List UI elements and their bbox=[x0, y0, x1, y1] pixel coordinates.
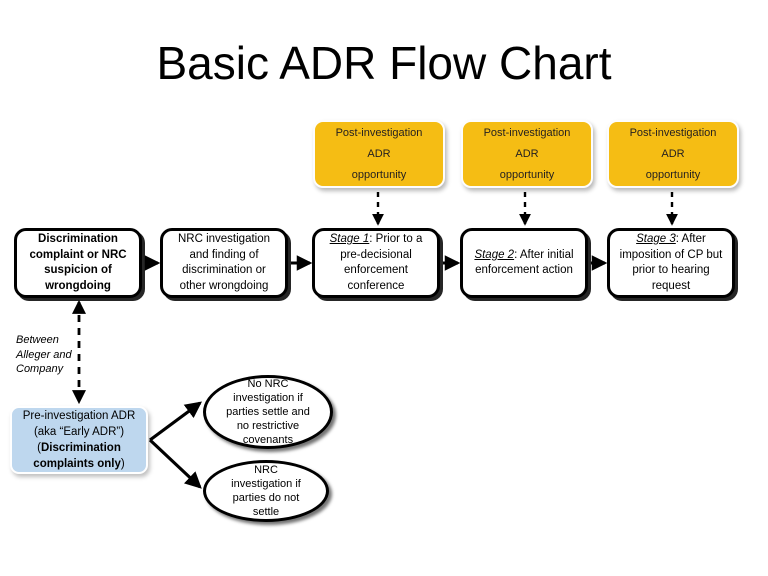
arrow-early-adr-to-outcome-1 bbox=[149, 401, 203, 442]
stage-1-label: : Prior to a pre-decisional enforcement … bbox=[340, 233, 423, 292]
stage-3-label: : After imposition of CP but prior to he… bbox=[619, 233, 723, 292]
adr-box-3-line1: Post-investigation ADR bbox=[629, 126, 717, 160]
early-adr-line3: (Discrimination complaints only) bbox=[18, 440, 140, 472]
process-box-stage-2[interactable]: Stage 2: After initial enforcement actio… bbox=[460, 228, 588, 298]
early-adr-line1: Pre-investigation ADR bbox=[22, 410, 136, 422]
page-title: Basic ADR Flow Chart bbox=[156, 37, 612, 89]
process-box-1-label: Discrimination complaint or NRC suspicio… bbox=[29, 233, 127, 292]
adr-box-2-line1: Post-investigation ADR bbox=[483, 126, 571, 160]
process-box-stage-1[interactable]: Stage 1: Prior to a pre-decisional enfor… bbox=[312, 228, 440, 298]
adr-box-1-line2: opportunity bbox=[351, 168, 407, 181]
stage-2-label: : After initial enforcement action bbox=[475, 248, 574, 277]
early-adr-bold-text: Discrimination complaints only bbox=[33, 442, 121, 470]
adr-opportunity-box-2[interactable]: Post-investigation ADR opportunity bbox=[461, 120, 593, 188]
process-box-discrimination-complaint[interactable]: Discrimination complaint or NRC suspicio… bbox=[14, 228, 142, 298]
adr-opportunity-box-1[interactable]: Post-investigation ADR opportunity bbox=[313, 120, 445, 188]
early-adr-line2: (aka “Early ADR”) bbox=[33, 426, 125, 438]
adr-opportunity-box-3[interactable]: Post-investigation ADR opportunity bbox=[607, 120, 739, 188]
between-alleger-company-note: Between Alleger and Company bbox=[16, 334, 72, 375]
outcome-ellipse-no-nrc-investigation[interactable]: No NRC investigation if parties settle a… bbox=[203, 375, 333, 449]
early-adr-paren-open: ( bbox=[37, 442, 41, 454]
outcome-ellipse-nrc-investigation[interactable]: NRC investigation if parties do not sett… bbox=[203, 460, 329, 522]
stage-3-tag: Stage 3 bbox=[636, 233, 676, 245]
process-box-nrc-investigation[interactable]: NRC investigation and finding of discrim… bbox=[160, 228, 288, 298]
arrow-early-adr-to-outcome-2 bbox=[148, 438, 202, 489]
early-adr-paren-close: ) bbox=[120, 458, 125, 470]
adr-box-3-line2: opportunity bbox=[645, 168, 701, 181]
stage-2-tag: Stage 2 bbox=[474, 248, 515, 261]
process-box-stage-3[interactable]: Stage 3: After imposition of CP but prio… bbox=[607, 228, 735, 298]
outcome-1-label: No NRC investigation if parties settle a… bbox=[226, 378, 310, 446]
stage-1-tag: Stage 1 bbox=[329, 233, 370, 245]
outcome-2-label: NRC investigation if parties do not sett… bbox=[231, 464, 301, 518]
adr-box-2-line2: opportunity bbox=[499, 168, 555, 181]
adr-box-1-line1: Post-investigation ADR bbox=[335, 126, 423, 160]
early-adr-box[interactable]: Pre-investigation ADR (aka “Early ADR”) … bbox=[10, 406, 148, 474]
process-box-2-label: NRC investigation and finding of discrim… bbox=[177, 233, 271, 292]
